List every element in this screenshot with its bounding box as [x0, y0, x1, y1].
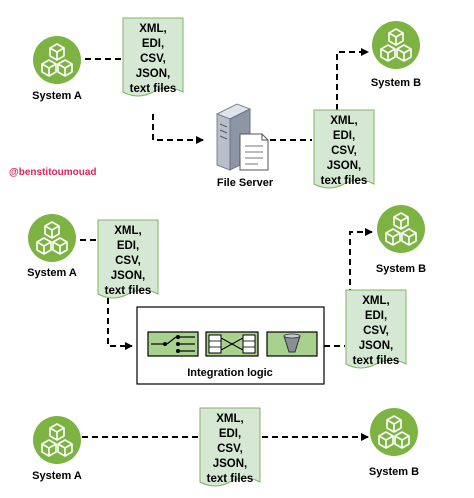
- file-type-line: EDI,: [332, 130, 356, 142]
- system-b-label-3: System B: [368, 466, 420, 478]
- file-type-line: XML,: [362, 295, 390, 307]
- file-type-line: CSV,: [331, 145, 357, 157]
- file-type-line: CSV,: [140, 53, 166, 65]
- file-type-line: EDI,: [218, 428, 242, 440]
- connector-docs-integration: [107, 298, 133, 350]
- switch-icon: [147, 331, 199, 357]
- connector-docs-b2: [349, 228, 373, 295]
- file-types-text-5: XML, EDI, CSV, JSON, text files: [200, 412, 260, 487]
- system-b-label-1: System B: [370, 77, 422, 89]
- file-type-line: text files: [129, 83, 177, 95]
- filter-funnel-icon: [266, 331, 318, 357]
- system-a-label-2: System A: [27, 267, 77, 279]
- file-type-line: EDI,: [141, 38, 165, 50]
- mapping-icon: [205, 331, 259, 357]
- file-types-text-1: XML, EDI, CSV, JSON, text files: [123, 22, 183, 97]
- file-type-line: JSON,: [110, 270, 146, 282]
- file-type-line: text files: [320, 175, 368, 187]
- file-type-line: CSV,: [115, 255, 141, 267]
- system-a-label-1: System A: [32, 90, 82, 102]
- file-type-line: EDI,: [116, 240, 140, 252]
- system-b2-icon: [376, 204, 426, 254]
- file-types-text-4: XML, EDI, CSV, JSON, text files: [346, 294, 406, 369]
- system-a3-icon: [32, 415, 82, 465]
- file-type-line: XML,: [330, 115, 358, 127]
- integration-logic-label: Integration logic: [187, 367, 273, 379]
- file-type-line: text files: [206, 473, 254, 485]
- system-a-label-3: System A: [32, 470, 82, 482]
- connector-docs-server: [152, 114, 204, 144]
- author-handle: @benstitoumouad: [9, 167, 97, 178]
- connector-docs-b1: [336, 48, 369, 110]
- file-server-icon: [215, 103, 269, 171]
- system-b3-icon: [369, 407, 419, 457]
- file-type-line: JSON,: [135, 68, 171, 80]
- file-type-line: text files: [352, 355, 400, 367]
- file-type-line: XML,: [216, 413, 244, 425]
- file-type-line: CSV,: [217, 443, 243, 455]
- file-type-line: JSON,: [326, 160, 362, 172]
- file-types-text-2: XML, EDI, CSV, JSON, text files: [314, 114, 374, 189]
- system-b-label-2: System B: [375, 263, 427, 275]
- file-type-line: EDI,: [364, 310, 388, 322]
- file-types-text-3: XML, EDI, CSV, JSON, text files: [98, 224, 158, 299]
- file-type-line: JSON,: [358, 340, 394, 352]
- file-type-line: CSV,: [363, 325, 389, 337]
- system-a1-icon: [32, 35, 82, 85]
- file-type-line: text files: [104, 285, 152, 297]
- file-server-label: File Server: [216, 177, 274, 189]
- file-type-line: XML,: [139, 23, 167, 35]
- system-a2-icon: [27, 213, 77, 263]
- file-type-line: XML,: [114, 225, 142, 237]
- file-type-line: JSON,: [212, 458, 248, 470]
- system-b1-icon: [371, 20, 421, 70]
